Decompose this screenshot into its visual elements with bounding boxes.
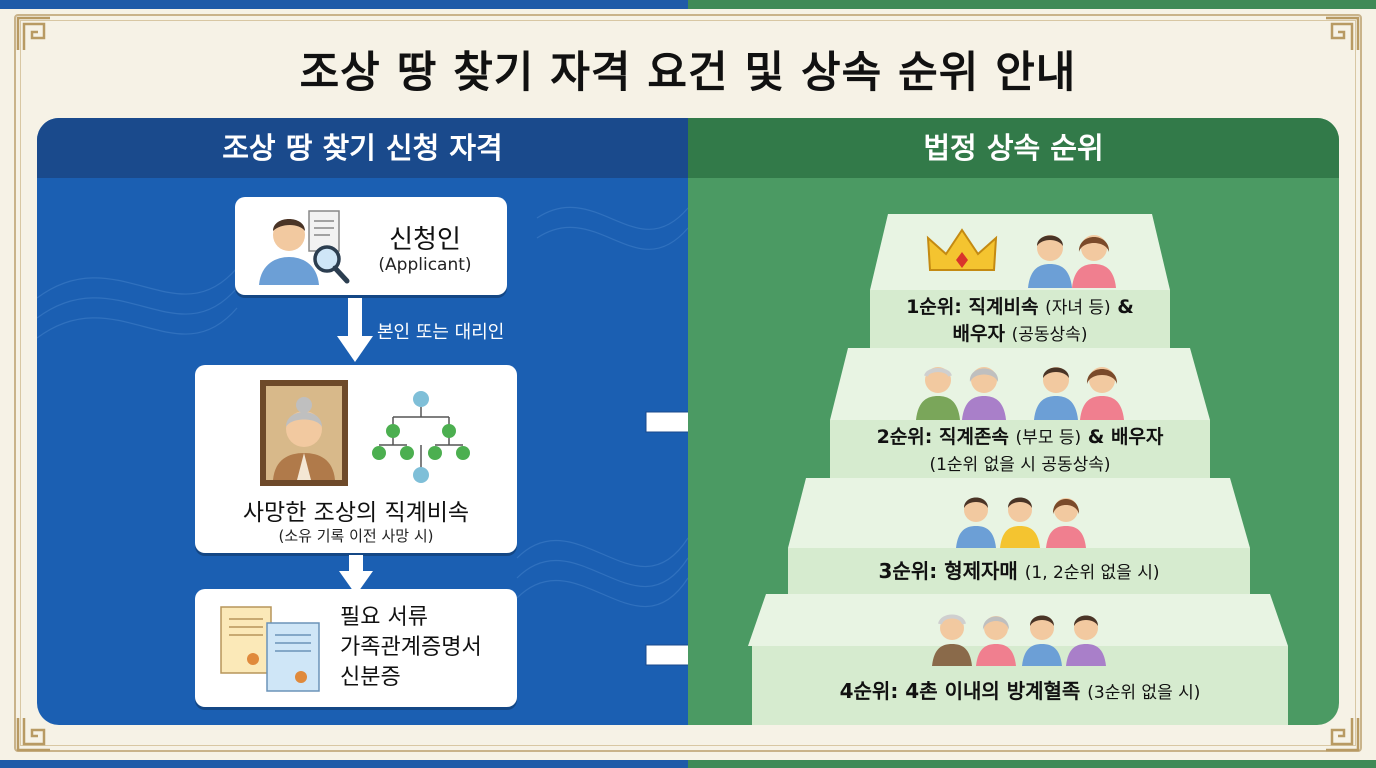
inheritance-panel: 법정 상속 순위 1순위: 직계비속 (자녀 등) & 배우자 (공동상속): [688, 118, 1339, 725]
step-1-tail: &: [1117, 296, 1134, 318]
step-2-note: (부모 등): [1015, 428, 1082, 448]
siblings-icon: [956, 497, 1086, 548]
page-title: 조상 땅 찾기 자격 요건 및 상속 순위 안내: [299, 48, 1077, 98]
step-3-note: (1, 2순위 없을 시): [1024, 563, 1160, 583]
couple-icon: [1028, 235, 1116, 288]
documents-text: 필요 서류 가족관계증명서 신분증: [340, 603, 510, 693]
corner-ornament-icon: [1326, 718, 1360, 752]
step-1-main: 1순위: 직계비속: [906, 296, 1039, 318]
crown-icon: [926, 228, 998, 271]
step-3-label: 3순위: 형제자매 (1, 2순위 없을 시): [788, 558, 1250, 586]
step-2-line2-note: (1순위 없을 시 공동상속): [929, 455, 1111, 475]
document-id-card: 신분증: [340, 665, 401, 690]
step-1-top: [870, 214, 1170, 290]
top-bar-blue: [0, 0, 688, 9]
family-tree-icon: [372, 391, 470, 483]
inheritance-heading: 법정 상속 순위: [688, 118, 1339, 178]
ancestor-portrait-icon: [260, 380, 348, 486]
relatives-icon: [932, 614, 1106, 666]
outer-frame: [14, 14, 1362, 752]
applicant-search-icon: [259, 210, 350, 285]
descendant-card: 사망한 조상의 직계비속 (소유 기록 이전 사망 시): [195, 365, 517, 553]
documents-icon: [220, 606, 320, 692]
step-4-main: 4순위: 4촌 이내의 방계혈족: [839, 679, 1081, 703]
step-2-face: [830, 420, 1210, 478]
grandparents-parents-icon: [916, 367, 1124, 420]
descendant-subtitle: (소유 기록 이전 사망 시): [278, 527, 434, 545]
eligibility-heading: 조상 땅 찾기 신청 자격: [37, 118, 688, 178]
applicant-subtitle: (Applicant): [378, 255, 472, 275]
step-4-note: (3순위 없을 시): [1087, 683, 1201, 703]
down-arrow-icon: [339, 555, 373, 595]
applicant-title: 신청인: [389, 225, 461, 255]
bottom-bar-blue: [0, 760, 688, 768]
step-1-face: [870, 290, 1170, 348]
documents-heading: 필요 서류: [340, 605, 428, 630]
inheritance-pyramid: [748, 214, 1288, 725]
step-1-label: 1순위: 직계비속 (자녀 등) & 배우자 (공동상속): [870, 294, 1170, 348]
step-3-main: 3순위: 형제자매: [878, 559, 1018, 583]
corner-ornament-icon: [16, 718, 50, 752]
eligibility-panel: 조상 땅 찾기 신청 자격 신청인 (Applicant) 본인 또는 대리인: [37, 118, 688, 725]
proxy-label: 본인 또는 대리인: [377, 322, 505, 343]
step-4-label: 4순위: 4촌 이내의 방계혈족 (3순위 없을 시): [752, 678, 1288, 706]
step-2-tail: & 배우자: [1087, 426, 1164, 448]
bottom-bar-green: [688, 760, 1376, 768]
step-3-face: [788, 548, 1250, 594]
document-family-certificate: 가족관계증명서: [340, 635, 482, 660]
corner-ornament-icon: [1326, 16, 1360, 50]
step-1-note: (자녀 등): [1045, 298, 1111, 318]
step-4-face: [752, 646, 1288, 725]
step-2-label: 2순위: 직계존속 (부모 등) & 배우자 (1순위 없을 시 공동상속): [830, 424, 1210, 478]
applicant-card: 신청인 (Applicant): [235, 197, 507, 295]
step-1-line2-main: 배우자: [952, 323, 1005, 345]
corner-ornament-icon: [16, 16, 50, 50]
step-4-top: [748, 594, 1288, 646]
step-1-line2-note: (공동상속): [1011, 325, 1088, 345]
inner-frame: [20, 20, 1356, 746]
top-bar-green: [688, 0, 1376, 9]
down-arrow-icon: [337, 298, 373, 362]
descendant-title: 사망한 조상의 직계비속: [242, 500, 470, 526]
wave-pattern: [37, 206, 688, 608]
documents-card: 필요 서류 가족관계증명서 신분증: [195, 589, 517, 707]
step-2-main: 2순위: 직계존속: [876, 426, 1009, 448]
